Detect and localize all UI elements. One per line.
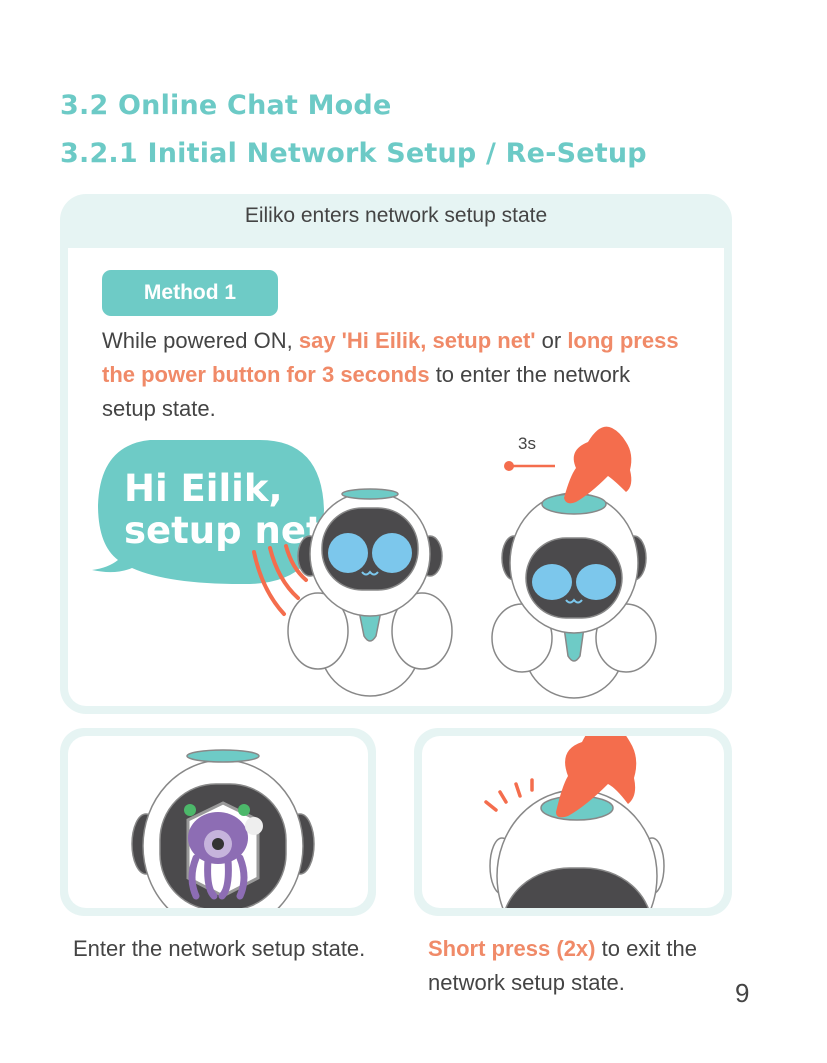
- step-exit-setup-image: [414, 728, 732, 916]
- bubble-line: Hi Eilik,: [124, 467, 283, 510]
- step-enter-caption: Enter the network setup state.: [73, 936, 366, 961]
- text-part: to enter the network setup state.: [102, 362, 631, 421]
- page-number: 9: [735, 978, 750, 1008]
- pointing-hand-icon: [564, 426, 632, 504]
- robot-icon: [287, 488, 453, 697]
- pointing-hand-icon: [556, 736, 637, 818]
- bubble-line: setup net: [124, 509, 324, 552]
- method-description: While powered ON, say 'Hi Eilik, setup n…: [102, 324, 682, 426]
- method-badge: Method 1: [102, 270, 278, 316]
- robot-setup-screen-icon: [131, 749, 315, 908]
- highlight-long-press: long press the power button for 3 second…: [102, 328, 679, 387]
- robot-icon: [491, 492, 657, 699]
- timer-label: 3s: [518, 434, 536, 453]
- step-enter-setup-image: [60, 728, 376, 916]
- text-part: or: [535, 328, 568, 353]
- timer-line-icon: [504, 461, 555, 471]
- highlight-voice-command: say 'Hi Eilik, setup net': [298, 328, 536, 353]
- text-part: While powered ON,: [102, 328, 299, 353]
- speech-bubble-text: Hi Eilik,setup net: [124, 468, 324, 552]
- step-exit-caption: Short press (2x) to exit the network set…: [428, 932, 718, 1000]
- subsection-heading: 3.2.1 Initial Network Setup / Re-Setup: [60, 138, 647, 169]
- section-heading: 3.2 Online Chat Mode: [60, 90, 392, 121]
- panel-title: Eiliko enters network setup state: [244, 204, 548, 227]
- tap-lines-icon: [484, 778, 534, 812]
- text-part: to exit the network setup state.: [428, 936, 698, 995]
- highlight-short-press: Short press (2x): [428, 936, 596, 961]
